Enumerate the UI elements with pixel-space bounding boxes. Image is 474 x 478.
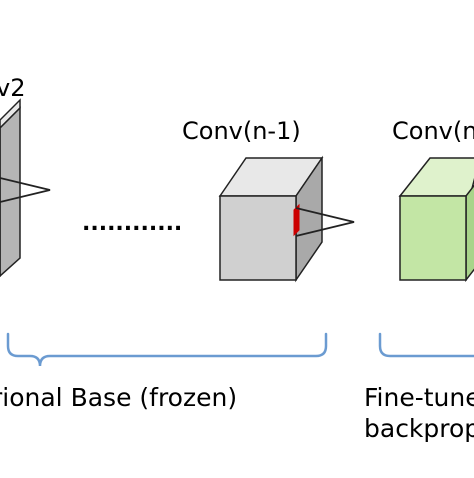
conv-n-block [398,157,474,283]
conv2-block-side [0,106,21,278]
kernel-highlight [293,203,300,237]
conv2-projection [0,177,51,203]
ellipsis: ............ [82,211,182,236]
conv2-block [0,98,51,278]
frozen-base-label: rional Base (frozen) [0,383,238,412]
conv-n-minus-1-front [219,195,297,281]
conv-n-minus-1-label: Conv(n-1) [182,117,301,145]
finetune-brace [378,332,474,358]
conv-n-label: Conv(n [392,117,474,145]
finetune-label-line1: Fine-tune [364,383,474,412]
conv-n-minus-1-block [218,155,355,283]
conv2-label: v2 [0,74,26,102]
conv-n-top [398,157,474,197]
finetune-label-line2: backprop [364,414,474,443]
conv-n-minus-1-projection [295,207,355,237]
frozen-base-brace [6,332,328,367]
conv-n-front [399,195,467,281]
conv-n-side [465,184,474,283]
